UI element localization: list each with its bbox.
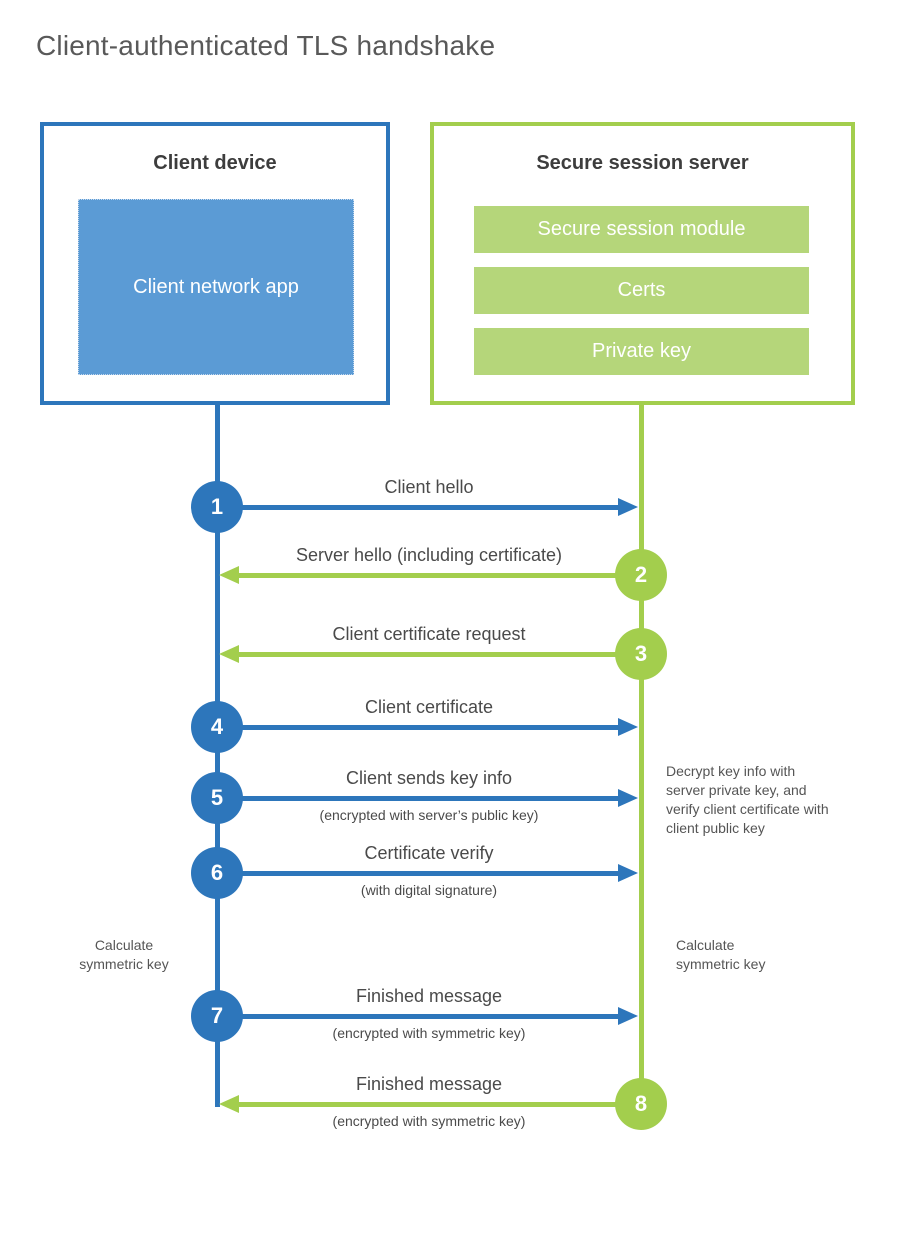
step-number: 5 <box>210 785 224 810</box>
step-number: 4 <box>210 714 224 739</box>
step-circle-7: 7 <box>191 990 243 1042</box>
step-number: 2 <box>634 562 648 587</box>
message-label: Certificate verify <box>364 843 494 863</box>
message-arrow-line <box>217 871 618 876</box>
message-label: Client certificate <box>364 697 494 717</box>
client-network-app-label: Client network app <box>133 275 299 298</box>
message-label: Client hello <box>384 477 474 497</box>
note-client-calculate-symmetric-key: Calculate symmetric key <box>79 937 169 972</box>
step-circle-1: 1 <box>191 481 243 533</box>
step-circle-3: 3 <box>615 628 667 680</box>
client-device-title: Client device <box>153 152 277 174</box>
step-number: 7 <box>210 1003 224 1028</box>
arrowhead-right-icon <box>618 864 638 882</box>
step-circle-6: 6 <box>191 847 243 899</box>
message-label: Finished message <box>355 986 503 1006</box>
arrowhead-right-icon <box>618 718 638 736</box>
secure-session-server-title: Secure session server <box>536 152 749 174</box>
server-lifeline <box>639 405 644 1104</box>
message-label: Finished message <box>355 1074 503 1094</box>
message-label: Client sends key info <box>345 768 513 788</box>
message-label: Server hello (including certificate) <box>295 545 563 565</box>
message-arrow-line <box>217 505 618 510</box>
message-sublabel: (encrypted with symmetric key) <box>332 1025 526 1041</box>
arrowhead-left-icon <box>219 1095 239 1113</box>
message-arrow-line <box>239 1102 641 1107</box>
step-number: 1 <box>210 494 224 519</box>
client-device-box: Client device Client network app <box>40 122 390 405</box>
message-arrow-line <box>217 1014 618 1019</box>
message-sublabel: (with digital signature) <box>360 882 498 898</box>
step-number: 6 <box>210 860 224 885</box>
server-module-bar: Secure session module <box>474 206 809 253</box>
secure-session-server-box: Secure session server Secure session mod… <box>430 122 855 405</box>
client-lifeline <box>215 405 220 1107</box>
page-title: Client-authenticated TLS handshake <box>36 30 496 61</box>
message-arrow-line <box>239 573 641 578</box>
message-label: Client certificate request <box>332 624 526 644</box>
step-number: 8 <box>634 1091 648 1116</box>
server-module-bar: Certs <box>474 267 809 314</box>
note-server-calculate-symmetric-key: Calculate symmetric key <box>676 937 766 972</box>
message-sublabel: (encrypted with server’s public key) <box>319 807 539 823</box>
message-arrow-line <box>239 652 641 657</box>
arrowhead-left-icon <box>219 566 239 584</box>
arrowhead-left-icon <box>219 645 239 663</box>
step-circle-4: 4 <box>191 701 243 753</box>
message-sublabel: (encrypted with symmetric key) <box>332 1113 526 1129</box>
client-network-app-box: Client network app <box>78 199 354 375</box>
arrowhead-right-icon <box>618 498 638 516</box>
step-number: 3 <box>634 641 648 666</box>
step-circle-2: 2 <box>615 549 667 601</box>
server-module-bar: Private key <box>474 328 809 375</box>
note-server-decrypt: Decrypt key info with server private key… <box>666 763 829 836</box>
arrowhead-right-icon <box>618 1007 638 1025</box>
arrowhead-right-icon <box>618 789 638 807</box>
message-arrow-line <box>217 796 618 801</box>
message-arrow-line <box>217 725 618 730</box>
step-circle-5: 5 <box>191 772 243 824</box>
step-circle-8: 8 <box>615 1078 667 1130</box>
